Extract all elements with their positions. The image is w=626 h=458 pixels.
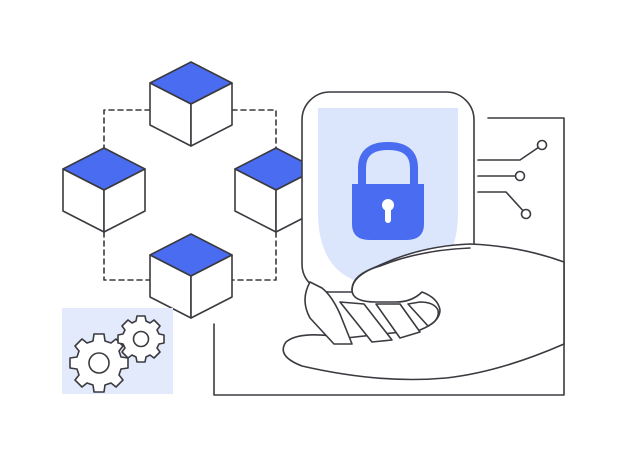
hand-icon (282, 243, 565, 381)
network-connections (103, 109, 277, 281)
block-icon-left (62, 147, 146, 233)
padlock-icon (352, 142, 424, 240)
gear-icon-small (117, 315, 165, 363)
settings-panel (62, 308, 173, 394)
gear-icon-large (69, 333, 129, 393)
block-icon-bottom (149, 233, 233, 319)
circuit-icon (213, 117, 565, 396)
block-icon-top (149, 61, 233, 147)
